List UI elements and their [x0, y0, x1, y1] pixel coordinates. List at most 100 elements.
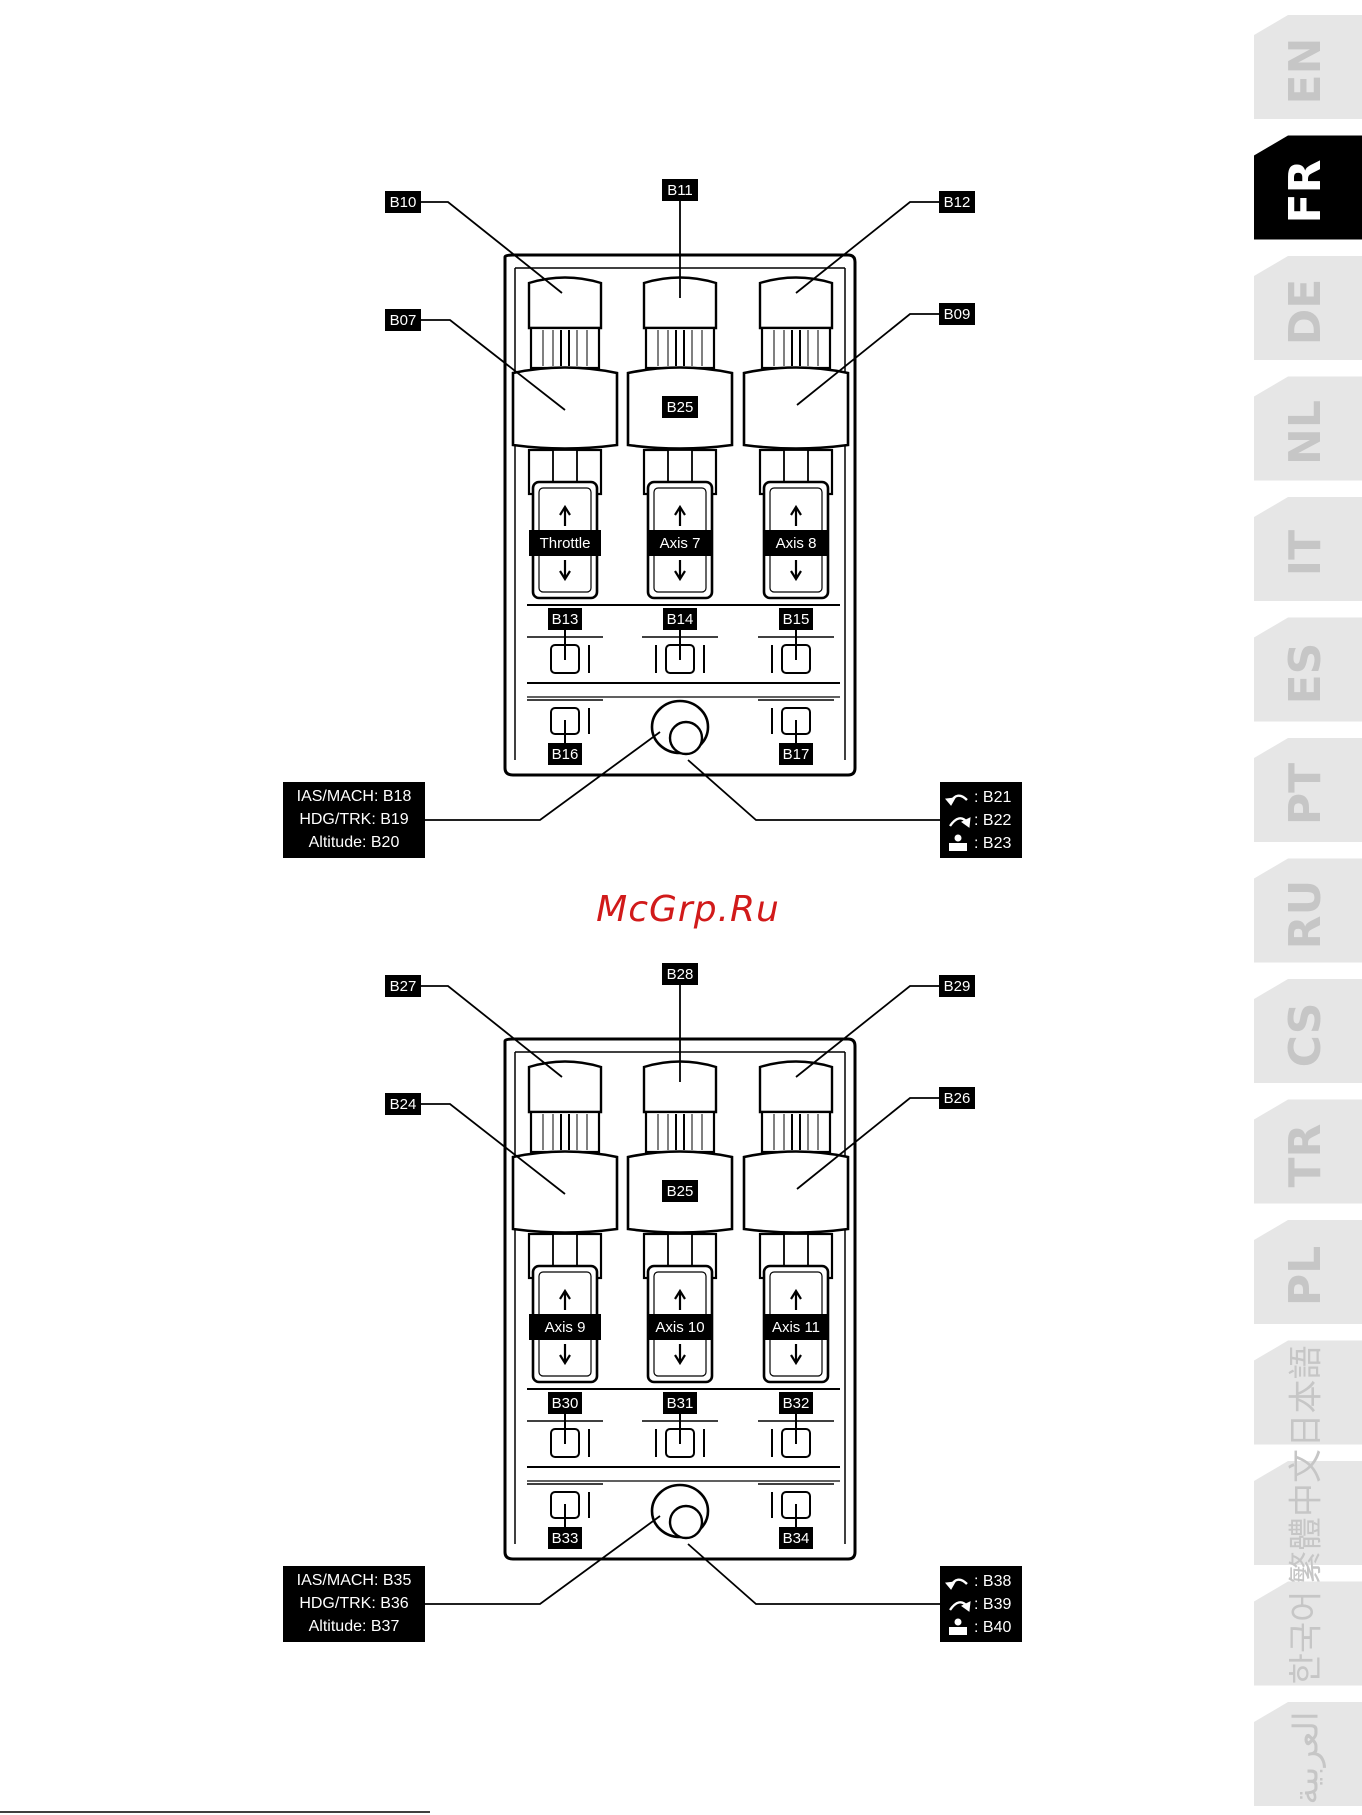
top-center-label-box — [662, 963, 698, 985]
language-tab-4 — [1254, 497, 1362, 601]
rotary-info-line-1: : B22 — [974, 812, 1011, 829]
language-tab-label-6: PT — [1280, 763, 1331, 825]
axis-label-1: Axis 10 — [655, 1319, 704, 1336]
rotate-ccw-icon-head — [945, 797, 956, 806]
axis-label-2-box — [763, 1314, 829, 1340]
axis-arrow-down-2 — [790, 1354, 802, 1366]
mid-right-leader — [796, 1097, 939, 1190]
row2-label-1-box — [779, 1527, 813, 1549]
top-left-label: B27 — [390, 978, 417, 995]
lever-cap-0 — [527, 1060, 603, 1114]
mid-left-label-box — [385, 309, 421, 331]
mid-right-label-box — [939, 303, 975, 325]
axis-arrow-up-2 — [790, 504, 802, 516]
lever-stem-inner-2 — [783, 449, 809, 487]
axis-label-2-box — [763, 530, 829, 556]
row2-label-0: B33 — [552, 1530, 579, 1547]
knob-info-line-2: Altitude: B20 — [309, 834, 400, 851]
lever-shaft-2 — [760, 1110, 832, 1154]
top-left-label: B10 — [390, 194, 417, 211]
mid-center-label: B25 — [667, 1183, 694, 1200]
axis-arrow-down-1 — [674, 570, 686, 582]
lever-stem-inner-1 — [667, 449, 693, 487]
row1-label-0-box — [548, 608, 582, 630]
language-tab-6 — [1254, 738, 1362, 842]
mid-right-label-box — [939, 1087, 975, 1109]
axis-arrow-up-1 — [674, 1288, 686, 1300]
top-right-label: B12 — [944, 194, 971, 211]
row2-label-0: B16 — [552, 746, 579, 763]
axis-arrow-down-0 — [559, 570, 571, 582]
mid-left-label: B07 — [390, 312, 417, 329]
axis-arrow-down-2 — [790, 570, 802, 582]
top-left-leader — [421, 201, 563, 294]
housing-outline — [503, 253, 857, 777]
lever-shaft-1 — [644, 326, 716, 370]
rotate-cw-icon-head — [961, 817, 971, 828]
knob-info-line-0: IAS/MACH: B18 — [297, 788, 412, 805]
axis-label-1-box — [647, 1314, 713, 1340]
row1-label-0: B13 — [552, 611, 579, 628]
lever-grip-2 — [742, 366, 850, 450]
push-icon-dot — [954, 834, 962, 842]
top-right-label-box — [939, 191, 975, 213]
lever-stem-inner-2 — [783, 1233, 809, 1271]
rotary-leader — [687, 1543, 940, 1605]
watermark-text: McGrp.Ru — [596, 889, 780, 930]
knob-info-line-0: IAS/MACH: B35 — [297, 1572, 412, 1589]
axis-label-1: Axis 7 — [660, 535, 701, 552]
rotary-info-line-2: : B23 — [974, 835, 1011, 852]
language-tab-label-8: CS — [1280, 1003, 1331, 1068]
axis-arrow-down-0 — [559, 1354, 571, 1366]
mid-left-label: B24 — [390, 1096, 417, 1113]
row1-label-2: B15 — [783, 611, 810, 628]
top-center-label: B28 — [667, 966, 694, 983]
language-tab-7 — [1254, 858, 1362, 963]
language-tab-label-11: 日本語 — [1287, 1346, 1327, 1448]
lever-cap-1 — [642, 1060, 718, 1114]
language-tab-14 — [1254, 1702, 1362, 1806]
top-right-label-box — [939, 975, 975, 997]
lever-shaft-1 — [644, 1110, 716, 1154]
row1-label-1-box — [663, 1392, 697, 1414]
mid-right-leader — [796, 313, 939, 406]
lever-cap-0 — [527, 276, 603, 330]
mid-center-label-box — [662, 396, 698, 418]
lever-stem-inner-0 — [552, 1233, 578, 1271]
axis-label-2: Axis 8 — [776, 535, 817, 552]
row1-label-1-box — [663, 608, 697, 630]
language-tab-label-14: العربية — [1287, 1712, 1327, 1805]
lever-cap-1 — [642, 276, 718, 330]
language-tab-label-9: TR — [1280, 1124, 1331, 1188]
language-tab-2 — [1254, 256, 1362, 360]
top-right-leader — [795, 985, 939, 1078]
lever-cap-2 — [758, 1060, 834, 1114]
axis-label-0-box — [529, 1314, 601, 1340]
lever-shaft-0 — [529, 326, 601, 370]
center-knob-inner — [668, 720, 704, 756]
language-tab-label-5: ES — [1280, 643, 1331, 705]
lever-grip-0 — [511, 366, 619, 450]
axis-arrow-up-2 — [790, 1288, 802, 1300]
lever-stem-inner-1 — [667, 1233, 693, 1271]
language-tab-label-13: 한국어 — [1287, 1591, 1327, 1685]
language-tab-11 — [1254, 1340, 1362, 1445]
row1-label-1: B31 — [667, 1395, 694, 1412]
row1-label-0: B30 — [552, 1395, 579, 1412]
axis-arrow-up-0 — [559, 1288, 571, 1300]
mid-center-label-box — [662, 1180, 698, 1202]
row2-label-1-box — [779, 743, 813, 765]
rotate-cw-icon-head — [961, 1601, 971, 1612]
language-tab-5 — [1254, 617, 1362, 722]
lever-shaft-2 — [760, 326, 832, 370]
knob-leader — [425, 731, 661, 821]
push-icon — [949, 843, 967, 851]
row2-label-1: B34 — [783, 1530, 810, 1547]
lever-shaft-0 — [529, 1110, 601, 1154]
axis-label-1-box — [647, 530, 713, 556]
top-center-label: B11 — [667, 182, 693, 199]
top-center-label-box — [662, 179, 698, 201]
